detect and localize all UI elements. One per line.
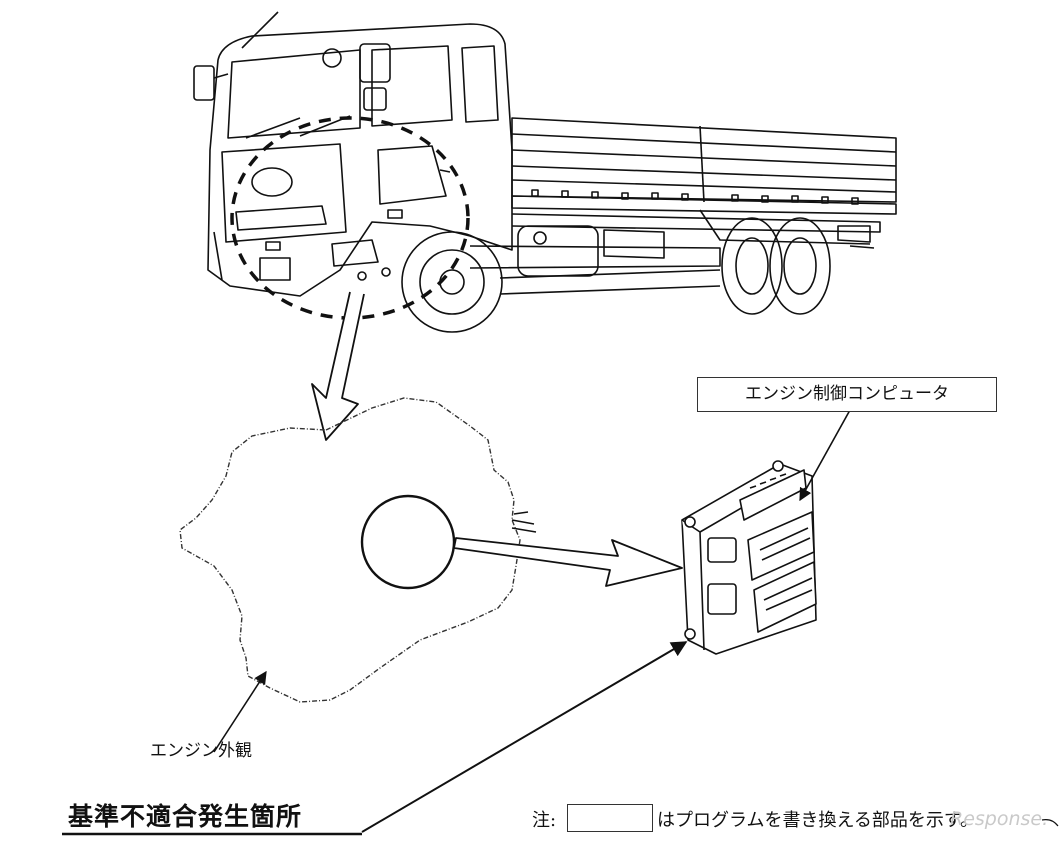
ecu-label: エンジン制御コンピュータ: [697, 377, 997, 412]
engine-label-leader: [213, 670, 267, 753]
ecu-unit: [681, 460, 817, 655]
nonconformity-heading: 基準不適合発生箇所: [68, 802, 303, 831]
truck-to-engine-arrow: [311, 291, 365, 441]
corner-mark: [1041, 819, 1059, 827]
note-legend-box: [567, 804, 653, 832]
ecu-label-leader: [799, 409, 851, 502]
truck-illustration: [193, 11, 897, 333]
response-watermark: Response.: [950, 808, 1049, 830]
engine-outline: [179, 397, 521, 703]
note-text: はプログラムを書き換える部品を示す。: [657, 810, 979, 831]
ecu-location-marker: [360, 494, 456, 590]
engine-to-ecu-arrow: [453, 537, 683, 587]
engine-exterior-label: エンジン外観: [150, 741, 252, 761]
note-prefix: 注:: [532, 810, 557, 831]
heading-leader: [361, 641, 688, 833]
